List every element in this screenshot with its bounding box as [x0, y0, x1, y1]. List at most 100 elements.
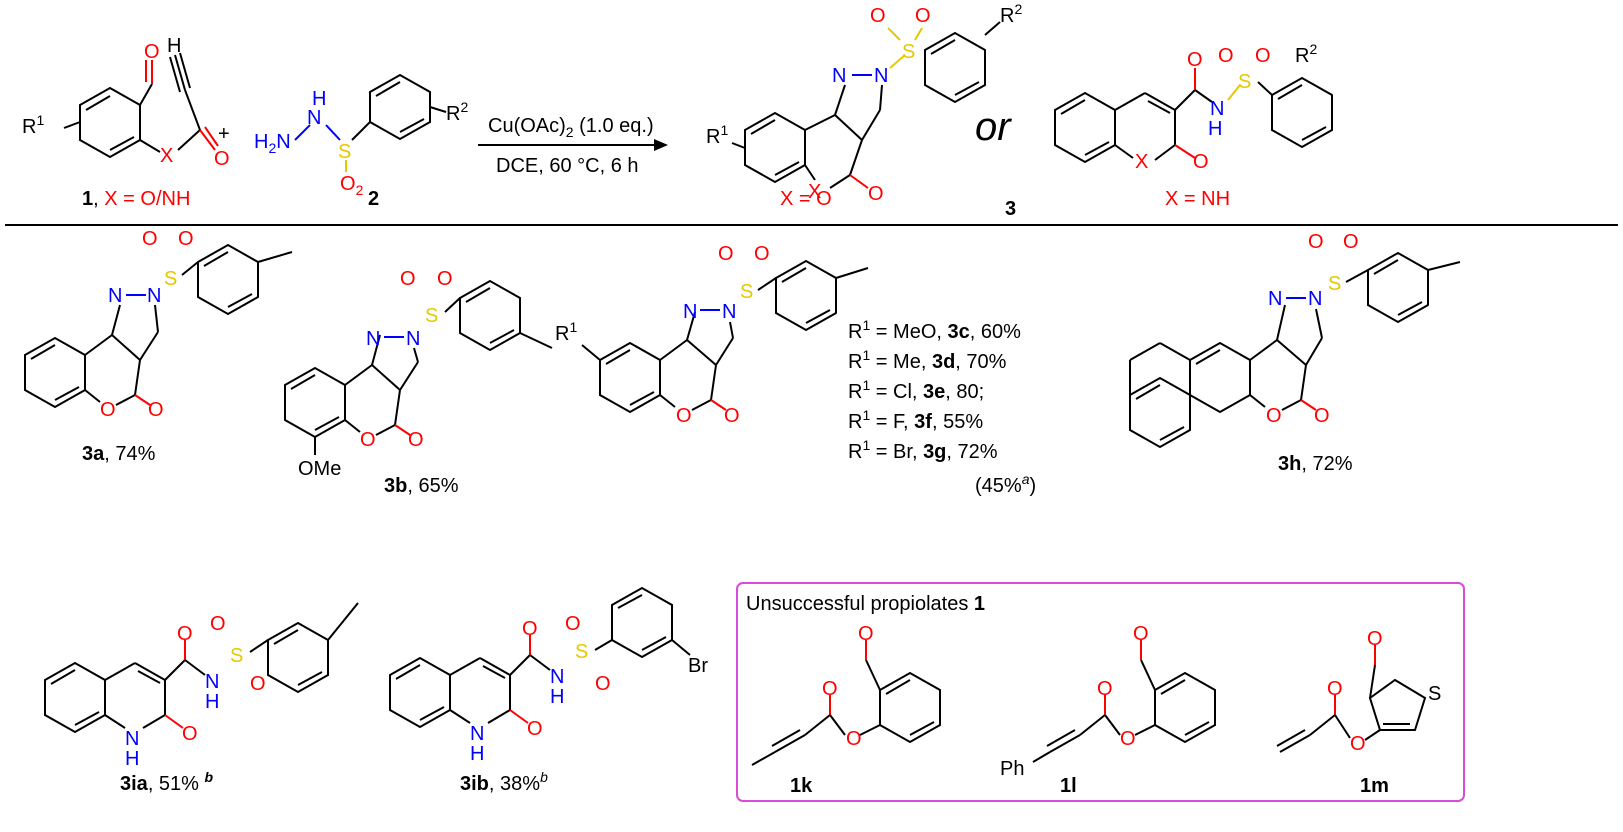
so2-oxygen: O: [210, 613, 226, 635]
n-atom: N: [125, 728, 139, 750]
amide-oxygen: O: [177, 623, 193, 645]
r2-label: R2: [446, 99, 468, 125]
reagent-1-caption: 1, X = O/NH: [82, 188, 190, 210]
compound-3b: O O N N S O O OMe 3b, 65%: [284, 268, 553, 497]
nh-hydrogen: H: [1208, 118, 1222, 140]
compound-3c-3g: R1 O O N N S O O: [555, 243, 869, 427]
methoxy-group: OMe: [298, 458, 341, 480]
compound-3h-caption: 3h, 72%: [1278, 453, 1353, 475]
conditions-line-1: Cu(OAc)2 (1.0 eq.): [488, 115, 654, 140]
oxygen-atom: O: [214, 148, 230, 170]
compound-3a-caption: 3a, 74%: [82, 443, 156, 465]
nh-hydrogen: H: [470, 743, 484, 765]
so2-oxygen: O: [1308, 231, 1324, 253]
n-atom: N: [205, 671, 219, 693]
series-footnote: (45%a): [975, 471, 1036, 497]
carbonyl-oxygen: O: [868, 183, 884, 205]
ring-oxygen: O: [360, 429, 376, 451]
sulfur-atom: S: [425, 305, 438, 327]
nh-hydrogen: H: [205, 691, 219, 713]
carbonyl-oxygen: O: [1327, 678, 1343, 700]
unsuccessful-title: Unsuccessful propiolates 1: [746, 593, 985, 615]
product-3-pyrazole: X O N N S O O R2 R1 X = O: [706, 1, 1022, 210]
carbonyl-oxygen: O: [1314, 405, 1330, 427]
compound-3ib: N H O O N H S O O Br 3ib, 38%b: [389, 586, 708, 795]
so2-oxygen: O: [595, 673, 611, 695]
carbonyl-oxygen: O: [148, 399, 164, 421]
n-atom: N: [550, 666, 564, 688]
n-atom: N: [406, 328, 420, 350]
r2-label: R2: [1000, 1, 1022, 27]
r1-label: R1: [706, 122, 728, 148]
x-atom: X: [1135, 151, 1148, 173]
sulfur-atom: S: [1328, 273, 1341, 295]
product-a-label: X = O: [780, 188, 832, 210]
carbonyl-oxygen: O: [408, 429, 424, 451]
aldehyde-oxygen: O: [1367, 628, 1383, 650]
so2-oxygen: O: [1255, 45, 1271, 67]
compound-3h: O O N N S O O 3h, 72%: [1129, 231, 1461, 475]
amide-oxygen: O: [1187, 49, 1203, 71]
so2-oxygen: O: [870, 5, 886, 27]
carbonyl-oxygen: O: [527, 718, 543, 740]
substituent-row: R1 = Cl, 3e, 80;: [848, 377, 984, 403]
substituent-list: R1 = MeO, 3c, 60% R1 = Me, 3d, 70% R1 = …: [848, 317, 1036, 497]
h2n-group: H2N: [254, 131, 291, 156]
n-atom: N: [683, 301, 697, 323]
substituent-row: R1 = Br, 3g, 72%: [848, 437, 998, 463]
ring-oxygen: O: [676, 405, 692, 427]
aldehyde-oxygen: O: [858, 623, 874, 645]
bromo-group: Br: [688, 655, 708, 677]
product-3-label: 3: [1005, 198, 1016, 220]
carbonyl-oxygen: O: [1097, 678, 1113, 700]
so2-oxygen: O: [142, 228, 158, 250]
so2-oxygen: O: [915, 5, 931, 27]
ester-oxygen: O: [1120, 728, 1136, 750]
n-atom: N: [722, 301, 736, 323]
ester-oxygen: O: [1350, 733, 1366, 755]
or-text: or: [975, 105, 1012, 149]
so2-oxygen: O: [754, 243, 770, 265]
nh-atom: N: [307, 107, 321, 129]
product-b-label: X = NH: [1165, 188, 1230, 210]
substituent-row: R1 = MeO, 3c, 60%: [848, 317, 1021, 343]
compound-1l: O O O Ph 1l: [1000, 623, 1216, 797]
nh-hydrogen: H: [550, 686, 564, 708]
compound-1k: O O O 1k: [751, 623, 941, 797]
amide-oxygen: O: [522, 618, 538, 640]
sulfur-atom: S: [338, 141, 351, 163]
r1-label: R1: [555, 319, 577, 345]
substituent-row: R1 = Me, 3d, 70%: [848, 347, 1007, 373]
n-atom: N: [1308, 288, 1322, 310]
carbonyl-oxygen: O: [1193, 151, 1209, 173]
reagent-2: H2N N H S O2 R2 2: [254, 73, 468, 210]
sulfur-hetero: S: [1428, 683, 1441, 705]
so2-oxygen: O: [250, 673, 266, 695]
so2-oxygen: O: [718, 243, 734, 265]
so2-oxygen: O: [565, 613, 581, 635]
h-atom: H: [167, 35, 181, 57]
so2-oxygen: O: [400, 268, 416, 290]
carbonyl-oxygen: O: [822, 678, 838, 700]
reaction-arrow: Cu(OAc)2 (1.0 eq.) DCE, 60 °C, 6 h: [478, 115, 668, 177]
r2-label: R2: [1295, 41, 1317, 67]
sulfur-atom: S: [164, 268, 177, 290]
n-atom: N: [470, 723, 484, 745]
n-atom: N: [1268, 288, 1282, 310]
ring-oxygen: O: [1266, 405, 1282, 427]
ester-oxygen: O: [846, 728, 862, 750]
r1-label: R1: [22, 112, 44, 138]
compound-1l-label: 1l: [1060, 775, 1077, 797]
nh-hydrogen: H: [125, 748, 139, 770]
n-atom: N: [874, 65, 888, 87]
n-atom: N: [108, 285, 122, 307]
conditions-line-2: DCE, 60 °C, 6 h: [496, 155, 639, 177]
sulfur-atom: S: [740, 281, 753, 303]
reagent-2-caption: 2: [368, 188, 379, 210]
compound-3a: O O N N S O O 3a, 74%: [24, 228, 293, 465]
compound-3b-caption: 3b, 65%: [384, 475, 459, 497]
sulfur-atom: S: [902, 41, 915, 63]
so2-oxygen: O: [437, 268, 453, 290]
aldehyde-oxygen: O: [1133, 623, 1149, 645]
